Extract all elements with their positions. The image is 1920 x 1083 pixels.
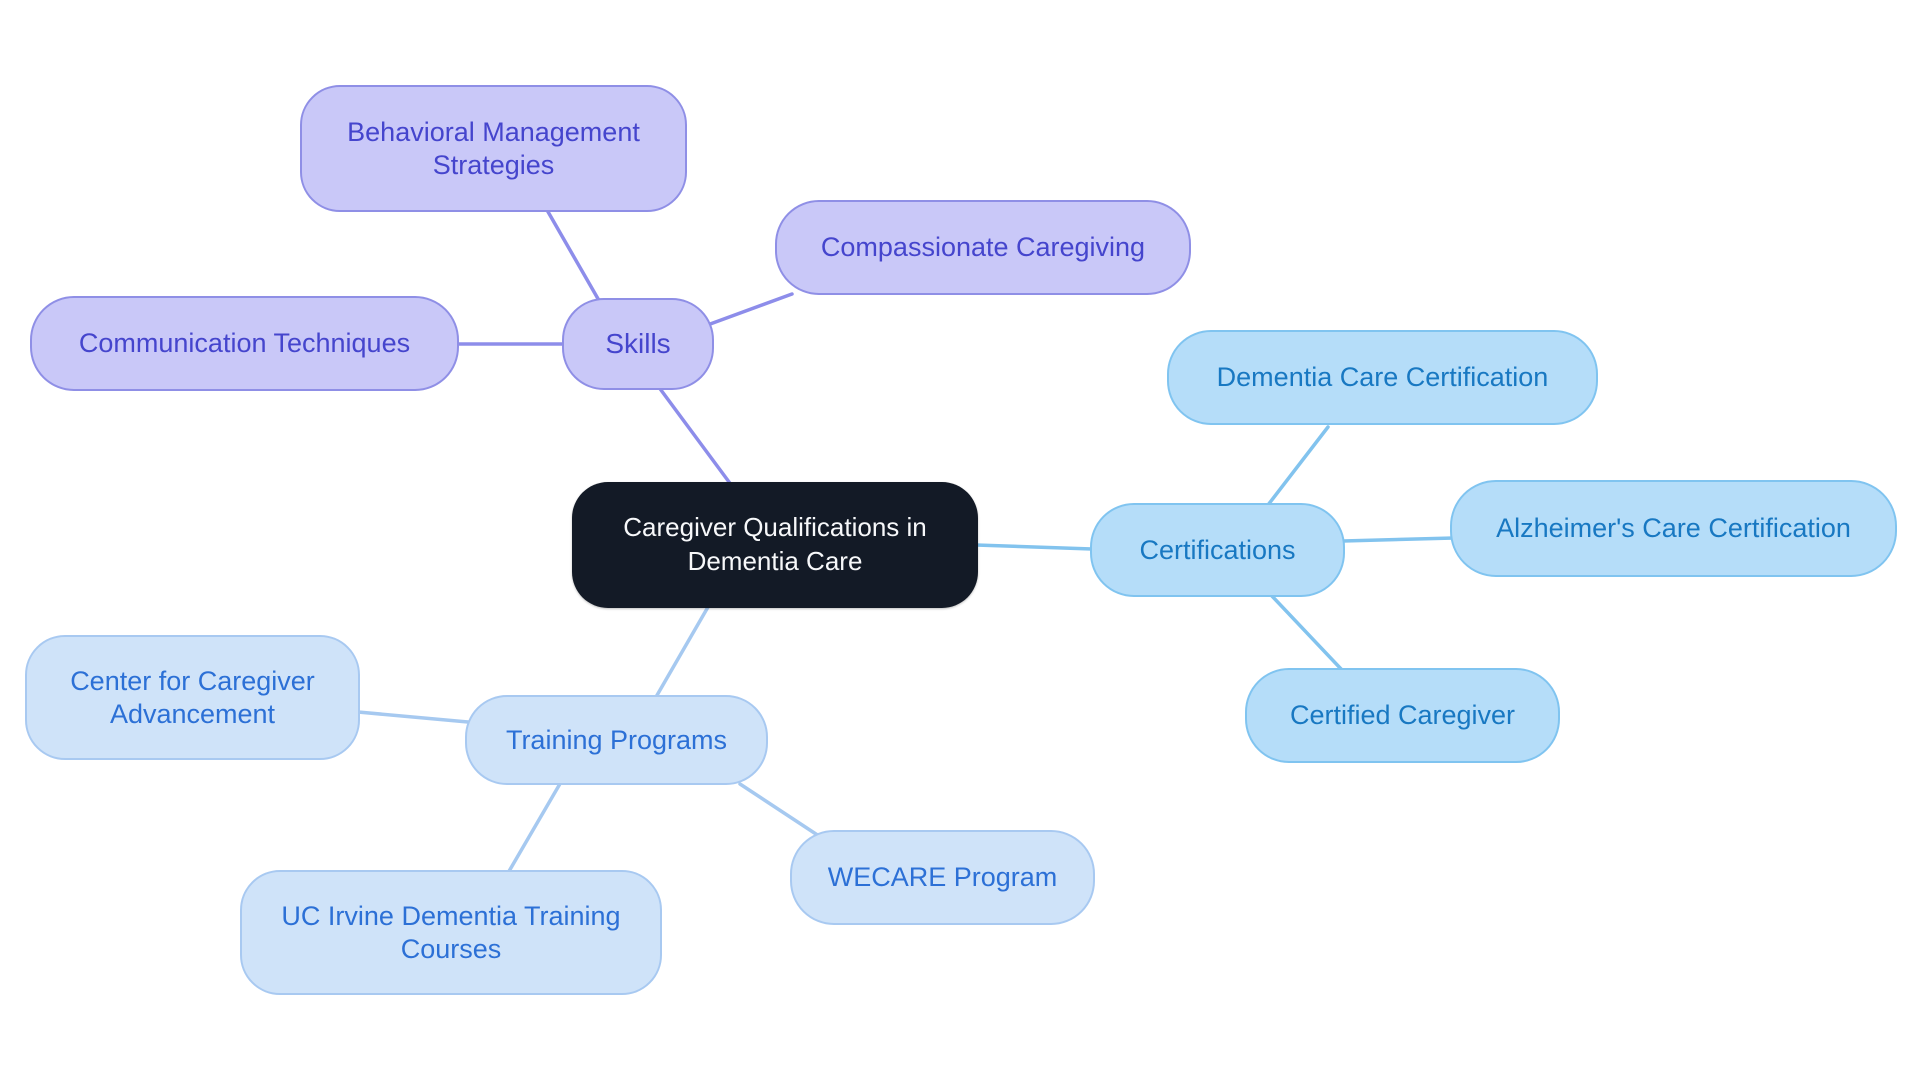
node-label: Certified Caregiver xyxy=(1289,700,1516,731)
edge-certifications-alzheimers-care-certification xyxy=(1341,536,1456,543)
node-certified-caregiver[interactable]: Certified Caregiver xyxy=(1245,668,1560,763)
node-certifications[interactable]: Certifications xyxy=(1090,503,1345,597)
edge-skills-behavioral-management xyxy=(545,208,603,306)
node-center-for-caregiver-advancement[interactable]: Center for Caregiver Advancement xyxy=(25,635,360,760)
node-label: UC Irvine Dementia Training Courses xyxy=(281,900,621,964)
node-label: Communication Techniques xyxy=(78,328,411,359)
node-root-caregiver-qualifications[interactable]: Caregiver Qualifications in Dementia Car… xyxy=(572,482,978,608)
node-alzheimers-care-certification[interactable]: Alzheimer's Care Certification xyxy=(1450,480,1897,577)
edge-root-certifications xyxy=(974,543,1094,551)
edge-certifications-certified-caregiver xyxy=(1269,593,1344,672)
node-skills[interactable]: Skills xyxy=(562,298,714,390)
node-label: Compassionate Caregiving xyxy=(820,232,1146,263)
node-label: Training Programs xyxy=(505,724,728,755)
node-label: Alzheimer's Care Certification xyxy=(1496,513,1851,544)
node-communication-techniques[interactable]: Communication Techniques xyxy=(30,296,459,391)
node-label: Dementia Care Certification xyxy=(1216,362,1549,393)
node-behavioral-management-strategies[interactable]: Behavioral Management Strategies xyxy=(300,85,687,212)
edge-skills-compassionate-caregiving xyxy=(700,292,794,329)
node-label: Certifications xyxy=(1139,534,1296,565)
edge-root-training-programs xyxy=(654,605,710,699)
node-label: Behavioral Management Strategies xyxy=(347,116,640,180)
edge-training-wecare-program xyxy=(738,782,824,840)
edge-root-skills xyxy=(656,384,734,488)
node-uc-irvine-dementia-training-courses[interactable]: UC Irvine Dementia Training Courses xyxy=(240,870,662,995)
node-label: Skills xyxy=(605,327,671,359)
node-label: WECARE Program xyxy=(827,862,1058,893)
node-compassionate-caregiving[interactable]: Compassionate Caregiving xyxy=(775,200,1191,295)
node-label: Center for Caregiver Advancement xyxy=(70,665,315,729)
node-wecare-program[interactable]: WECARE Program xyxy=(790,830,1095,925)
node-training-programs[interactable]: Training Programs xyxy=(465,695,768,785)
edge-training-uc-irvine-courses xyxy=(506,780,563,875)
root-node-label: Caregiver Qualifications in Dementia Car… xyxy=(623,512,927,576)
node-dementia-care-certification[interactable]: Dementia Care Certification xyxy=(1167,330,1598,425)
edge-certifications-dementia-care-certification xyxy=(1266,425,1330,507)
edge-training-center-for-caregiver-advancement xyxy=(356,710,470,724)
